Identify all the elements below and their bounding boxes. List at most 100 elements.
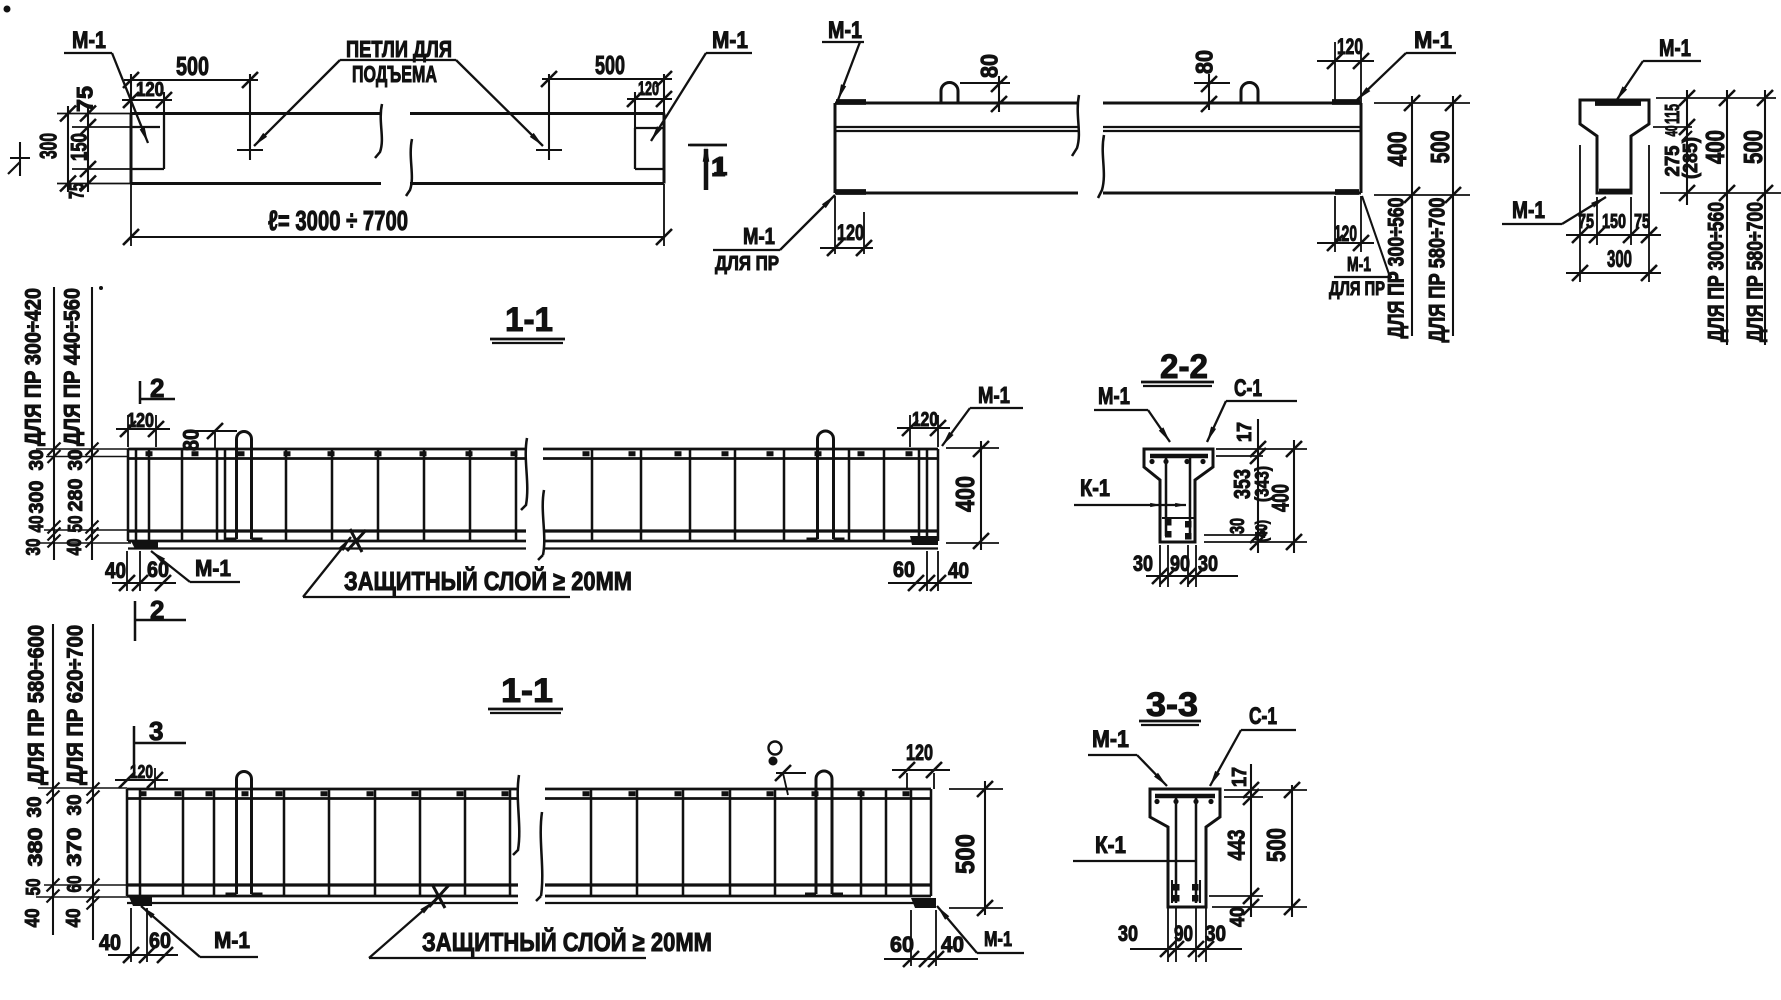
svg-text:75: 75 (65, 183, 88, 199)
svg-text:30: 30 (1133, 551, 1153, 576)
svg-text:60: 60 (64, 876, 86, 893)
svg-text:К-1: К-1 (1080, 475, 1110, 502)
svg-text:17: 17 (1229, 767, 1251, 787)
svg-text:40: 40 (941, 932, 964, 957)
svg-text:(40): (40) (1252, 520, 1271, 542)
svg-text:40: 40 (948, 558, 969, 583)
svg-text:ЗАЩИТНЫЙ СЛОЙ ≥ 20ММ: ЗАЩИТНЫЙ СЛОЙ ≥ 20ММ (344, 566, 632, 596)
svg-text:(343): (343) (1253, 466, 1274, 502)
svg-text:30: 30 (1198, 551, 1218, 576)
svg-text:М-1: М-1 (1659, 35, 1691, 62)
svg-text:40: 40 (22, 909, 44, 928)
svg-text:ПОДЪЕМА: ПОДЪЕМА (352, 61, 437, 87)
svg-text:ЗАЩИТНЫЙ СЛОЙ ≥ 20ММ: ЗАЩИТНЫЙ СЛОЙ ≥ 20ММ (422, 927, 712, 957)
svg-text:40: 40 (1227, 907, 1249, 927)
svg-text:К-1: К-1 (1095, 832, 1126, 859)
svg-text:380: 380 (25, 828, 47, 867)
svg-text:370: 370 (64, 828, 86, 867)
svg-text:400: 400 (1382, 132, 1412, 167)
svg-text:ДЛЯ ПР 580÷700: ДЛЯ ПР 580÷700 (1743, 202, 1768, 342)
svg-text:40: 40 (99, 930, 121, 955)
svg-text:300: 300 (35, 133, 62, 159)
svg-text:ДЛЯ ПР 620÷700: ДЛЯ ПР 620÷700 (63, 625, 88, 785)
svg-text:80: 80 (1191, 50, 1218, 74)
svg-text:ДЛЯ ПР: ДЛЯ ПР (1329, 279, 1385, 300)
svg-text:443: 443 (1223, 830, 1250, 861)
svg-text:ℓ= 3000 ÷ 7700: ℓ= 3000 ÷ 7700 (268, 205, 408, 236)
svg-text:150: 150 (1602, 211, 1626, 233)
svg-text:ДЛЯ ПР 440÷560: ДЛЯ ПР 440÷560 (60, 288, 85, 446)
svg-text:ДЛЯ ПР 580÷700: ДЛЯ ПР 580÷700 (1425, 198, 1450, 343)
svg-text:2: 2 (150, 595, 164, 625)
svg-text:1-1: 1-1 (501, 672, 553, 710)
svg-text:40: 40 (1662, 126, 1681, 137)
svg-text:М-1: М-1 (712, 27, 748, 54)
svg-text:30: 30 (24, 797, 46, 818)
svg-text:80: 80 (976, 54, 1003, 78)
svg-text:2: 2 (150, 373, 164, 403)
svg-text:120: 120 (130, 762, 153, 782)
svg-text:353: 353 (1229, 469, 1255, 499)
svg-text:115: 115 (1662, 104, 1684, 124)
svg-text:17: 17 (1234, 422, 1256, 442)
svg-text:М-1: М-1 (1098, 383, 1130, 410)
svg-text:275: 275 (1662, 146, 1684, 177)
svg-text:500: 500 (1738, 130, 1768, 164)
svg-text:М-1: М-1 (743, 223, 775, 249)
svg-text:М-1: М-1 (1512, 197, 1545, 224)
svg-text:400: 400 (1700, 130, 1730, 164)
svg-text:30: 30 (26, 450, 48, 471)
svg-text:90: 90 (1174, 921, 1193, 946)
svg-text:50: 50 (65, 516, 87, 533)
svg-text:ДЛЯ ПР 300÷560: ДЛЯ ПР 300÷560 (1384, 198, 1409, 339)
svg-text:30: 30 (23, 539, 45, 556)
svg-text:150: 150 (67, 133, 92, 161)
svg-text:30: 30 (1205, 921, 1226, 946)
svg-text:С-1: С-1 (1234, 375, 1262, 402)
svg-text:75: 75 (73, 86, 98, 112)
svg-text:500: 500 (595, 50, 625, 80)
svg-text:75: 75 (1578, 211, 1594, 233)
svg-text:3-3: 3-3 (1146, 686, 1198, 724)
svg-text:400: 400 (1267, 484, 1294, 512)
svg-text:30: 30 (1118, 921, 1138, 946)
svg-text:75: 75 (1634, 211, 1650, 233)
svg-text:500: 500 (950, 834, 980, 874)
svg-text:М-1: М-1 (978, 382, 1010, 408)
svg-text:М-1: М-1 (195, 555, 231, 581)
svg-text:М-1: М-1 (1414, 27, 1452, 54)
svg-text:300: 300 (1607, 246, 1632, 273)
svg-text:М-1: М-1 (1347, 254, 1371, 276)
svg-text:500: 500 (176, 51, 209, 81)
svg-text:С-1: С-1 (1249, 703, 1277, 730)
svg-text:40: 40 (26, 516, 48, 533)
svg-text:50: 50 (23, 879, 45, 896)
svg-text:40: 40 (63, 909, 85, 928)
svg-text:40: 40 (105, 558, 126, 583)
svg-text:500: 500 (1261, 828, 1291, 862)
svg-text:М-1: М-1 (1092, 726, 1129, 753)
svg-text:М-1: М-1 (214, 927, 250, 953)
svg-text:60: 60 (147, 557, 169, 582)
svg-text:500: 500 (1425, 131, 1455, 164)
svg-text:30: 30 (64, 795, 86, 816)
svg-text:280: 280 (65, 479, 87, 512)
svg-text:ДЛЯ ПР: ДЛЯ ПР (715, 253, 779, 275)
svg-text:30: 30 (1227, 518, 1249, 534)
svg-text:ПЕТЛИ ДЛЯ: ПЕТЛИ ДЛЯ (346, 36, 452, 62)
svg-text:ДЛЯ ПР 580÷600: ДЛЯ ПР 580÷600 (24, 625, 49, 785)
svg-text:120: 120 (127, 410, 154, 432)
svg-text:1: 1 (711, 152, 725, 182)
svg-text:400: 400 (950, 476, 980, 512)
svg-text:М-1: М-1 (828, 17, 862, 44)
svg-text:1: 1 (713, 151, 727, 181)
svg-text:ДЛЯ ПР 300÷560: ДЛЯ ПР 300÷560 (1704, 202, 1729, 342)
svg-text:300: 300 (26, 481, 48, 514)
svg-text:30: 30 (65, 450, 87, 471)
svg-text:120: 120 (912, 409, 938, 431)
svg-text:80: 80 (179, 429, 204, 451)
svg-text:ДЛЯ ПР 300÷420: ДЛЯ ПР 300÷420 (21, 288, 46, 446)
svg-text:М-1: М-1 (72, 27, 106, 54)
svg-text:(285): (285) (1680, 137, 1702, 179)
svg-text:120: 120 (136, 79, 164, 101)
